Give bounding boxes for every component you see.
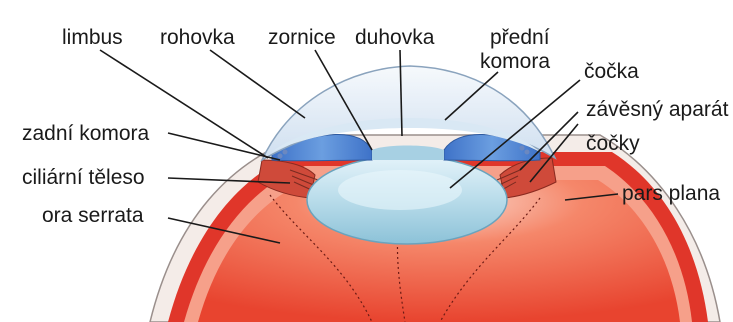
label-limbus: limbus [62, 26, 123, 49]
leader-zadni-komora [168, 133, 280, 160]
pupil [372, 146, 444, 161]
lens-highlight [338, 170, 462, 210]
label-zadni-komora: zadní komora [22, 122, 150, 145]
label-ora-serrata: ora serrata [42, 204, 144, 227]
label-zavesny-line1: závěsný aparát [586, 98, 729, 121]
label-zavesny-line2: čočky [586, 132, 640, 155]
label-predni-line1: přední [490, 26, 550, 49]
label-ciliarni: ciliární těleso [22, 166, 145, 189]
label-predni-line2: komora [480, 50, 550, 73]
label-rohovka: rohovka [160, 26, 235, 49]
leader-rohovka [210, 50, 305, 118]
label-pars-plana: pars plana [622, 182, 720, 205]
label-duhovka: duhovka [355, 26, 435, 49]
label-cocka: čočka [584, 60, 639, 83]
label-zornice: zornice [268, 26, 336, 49]
